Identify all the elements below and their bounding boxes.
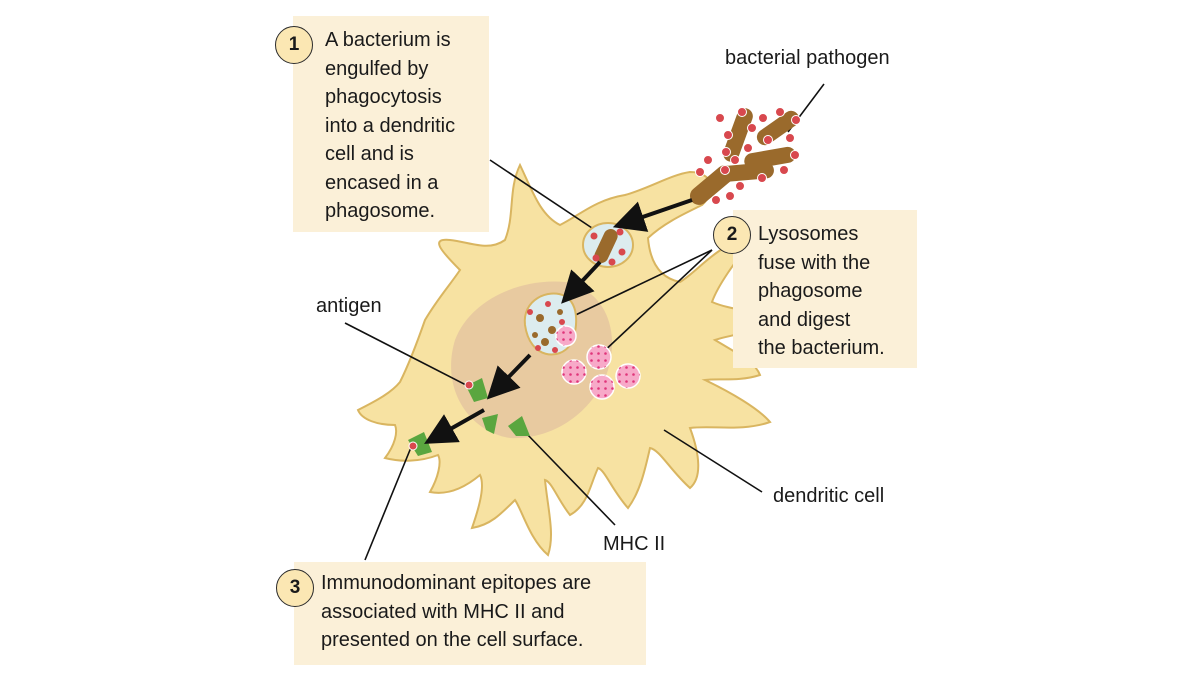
step2-pointer-a (564, 249, 713, 321)
mhc-ii-pointer (524, 431, 616, 526)
dendritic-cell-pointer (663, 429, 763, 493)
step-1-text: A bacterium is engulfed by phagocytosis … (325, 29, 456, 222)
step1-pointer (489, 159, 599, 233)
antigen-pointer (344, 322, 469, 387)
step3-pointer (364, 444, 413, 561)
antigen-fragments (408, 380, 474, 451)
process-arrows (424, 198, 693, 444)
phagolysosome (523, 292, 578, 356)
mhc-ii-label: MHC II (603, 533, 666, 555)
bacterial-pathogen (689, 107, 801, 205)
step-1-number: 1 (275, 26, 313, 64)
step-1-callout: 1 A bacterium is engulfed by phagocytosi… (275, 16, 489, 232)
mhc-ii-molecules (408, 378, 530, 456)
phagosome-engulfing (582, 222, 634, 268)
step-2-text: Lysosomes fuse with the phagosome and di… (758, 223, 885, 359)
dendritic-cell-label: dendritic cell (773, 485, 885, 507)
step-3-text: Immunodominant epitopes are associated w… (321, 572, 592, 651)
antigen-label: antigen (316, 295, 382, 317)
lysosomes (561, 344, 641, 400)
step-2-number: 2 (713, 216, 751, 254)
step2-pointer-b (599, 249, 713, 356)
step-2-callout: 2 Lysosomes fuse with the phagosome and … (713, 210, 917, 368)
bacterial-pathogen-label: bacterial pathogen (725, 47, 890, 69)
step-3-number: 3 (276, 569, 314, 607)
step-3-callout: 3 Immunodominant epitopes are associated… (276, 562, 646, 665)
